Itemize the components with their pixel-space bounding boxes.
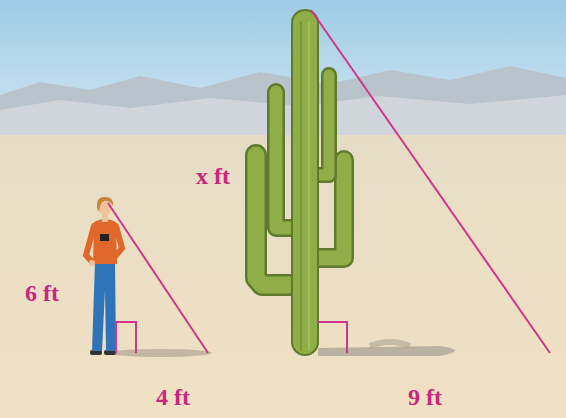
dimension-label: 6 ft (25, 281, 59, 305)
triangle-lines (108, 10, 550, 353)
person-shadow (108, 349, 212, 357)
dimension-label: 4 ft (156, 385, 190, 409)
cactus (256, 10, 344, 355)
cactus-shadow (318, 346, 455, 356)
dimension-label: 9 ft (408, 385, 442, 409)
cactus-shadow (370, 342, 410, 346)
dimension-label: x ft (196, 164, 230, 188)
